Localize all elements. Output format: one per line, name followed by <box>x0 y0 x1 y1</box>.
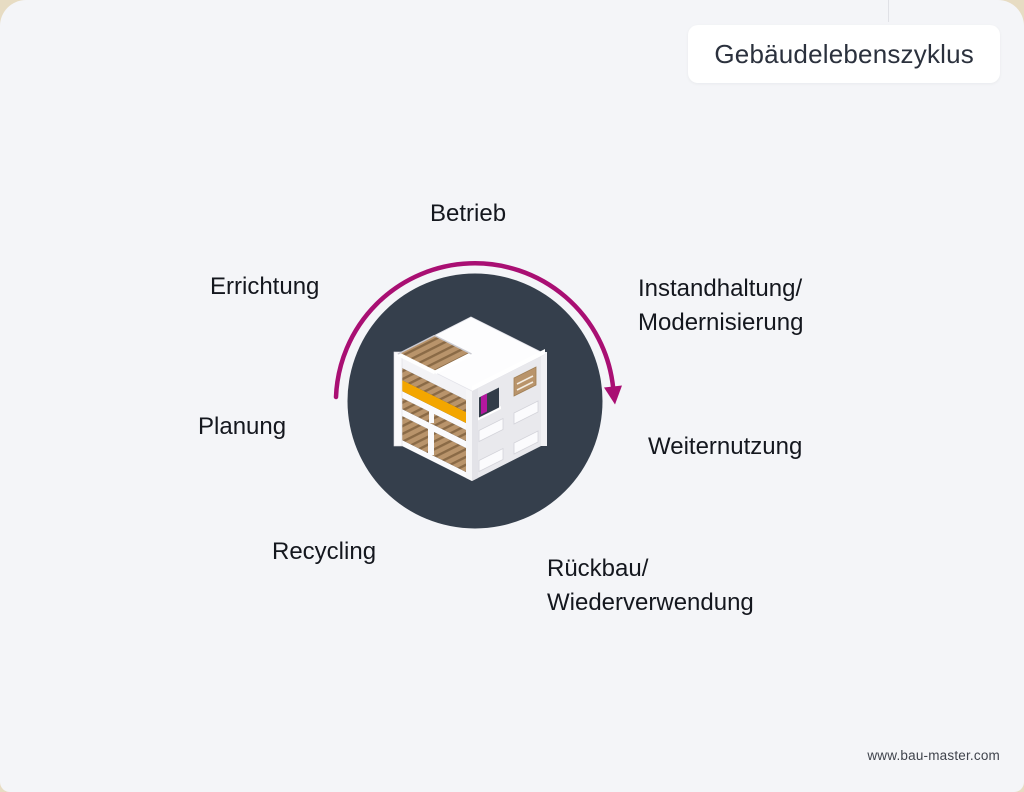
stage-text: Modernisierung <box>638 309 804 336</box>
stage-label-weiternutzung: Weiternutzung <box>648 430 802 464</box>
stage-label-instandhaltung-modernisierung: Instandhaltung/ Modernisierung <box>638 272 803 340</box>
clockwise-cycle-arrow-icon <box>333 261 622 405</box>
stage-text: Instandhaltung/ <box>638 275 803 302</box>
stage-text: Wiederverwendung <box>547 589 754 616</box>
stage-label-recycling: Recycling <box>272 535 376 569</box>
title-badge: Gebäudelebenszyklus <box>688 25 1000 83</box>
page-title: Gebäudelebenszyklus <box>714 38 974 69</box>
isometric-building-icon <box>393 316 547 481</box>
stage-label-betrieb: Betrieb <box>430 197 506 231</box>
stage-text: Errichtung <box>210 273 320 300</box>
stage-text: Weiternutzung <box>648 433 803 460</box>
stage-label-rueckbau-wiederverwendung: Rückbau/ Wiederverwendung <box>547 552 754 620</box>
stage-text: Rückbau/ <box>547 555 649 582</box>
stage-text: Planung <box>198 413 287 440</box>
stage-text: Betrieb <box>430 200 507 227</box>
website-credit: www.bau-master.com <box>867 748 1000 763</box>
stage-label-errichtung: Errichtung <box>210 270 319 304</box>
wood-ladder-icon <box>513 366 537 397</box>
stage-label-planung: Planung <box>198 410 286 444</box>
top-divider-line <box>888 0 889 22</box>
stage-text: Recycling <box>272 538 377 565</box>
